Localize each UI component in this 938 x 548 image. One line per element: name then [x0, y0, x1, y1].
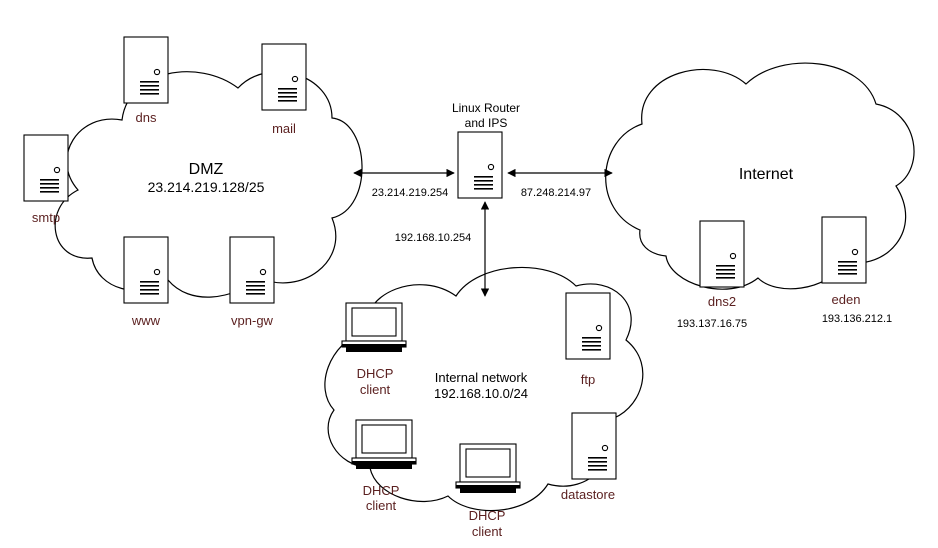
host-label-dhcp-2-line2: client [366, 498, 397, 513]
internet-title: Internet [739, 166, 794, 183]
host-label-dhcp-1-line2: client [360, 382, 391, 397]
router-server-icon [457, 131, 503, 199]
eden-server-icon [821, 216, 867, 284]
smtp-server-icon [23, 134, 69, 202]
host-ip-dns2: 193.137.16.75 [677, 318, 747, 330]
dhcp-client-3-laptop-icon [455, 443, 521, 494]
dmz-title: DMZ [189, 161, 224, 178]
vpn-gw-server-icon [229, 236, 275, 304]
internal-subnet: 192.168.10.0/24 [434, 386, 528, 401]
datastore-server-icon [571, 412, 617, 480]
router-ip-dmz: 23.214.219.254 [372, 187, 448, 199]
host-label-eden: eden [832, 292, 861, 307]
router-ip-internet: 87.248.214.97 [521, 187, 591, 199]
host-label-ftp: ftp [581, 372, 595, 387]
host-label-dhcp-3-line1: DHCP [469, 508, 506, 523]
dhcp-client-2-laptop-icon [351, 419, 417, 470]
dns-server-icon [123, 36, 169, 104]
host-label-dns: dns [136, 110, 157, 125]
router-ip-internal: 192.168.10.254 [395, 232, 471, 244]
host-label-vpn-gw: vpn-gw [231, 313, 274, 328]
router-label-line1: Linux Router [452, 101, 520, 115]
host-label-dns2: dns2 [708, 294, 736, 309]
router-label-line2: and IPS [465, 116, 508, 130]
host-label-mail: mail [272, 121, 296, 136]
dhcp-client-1-laptop-icon [341, 302, 407, 353]
host-label-www: www [131, 313, 161, 328]
internal-title: Internal network [435, 370, 528, 385]
mail-server-icon [261, 43, 307, 111]
host-label-dhcp-1-line1: DHCP [357, 366, 394, 381]
host-label-dhcp-3-line2: client [472, 524, 503, 539]
ftp-server-icon [565, 292, 611, 360]
dmz-subnet: 23.214.219.128/25 [148, 179, 265, 195]
host-ip-eden: 193.136.212.1 [822, 313, 892, 325]
host-label-smtp: smtp [32, 210, 60, 225]
dns2-server-icon [699, 220, 745, 288]
host-label-datastore: datastore [561, 487, 615, 502]
host-label-dhcp-2-line1: DHCP [363, 483, 400, 498]
www-server-icon [123, 236, 169, 304]
